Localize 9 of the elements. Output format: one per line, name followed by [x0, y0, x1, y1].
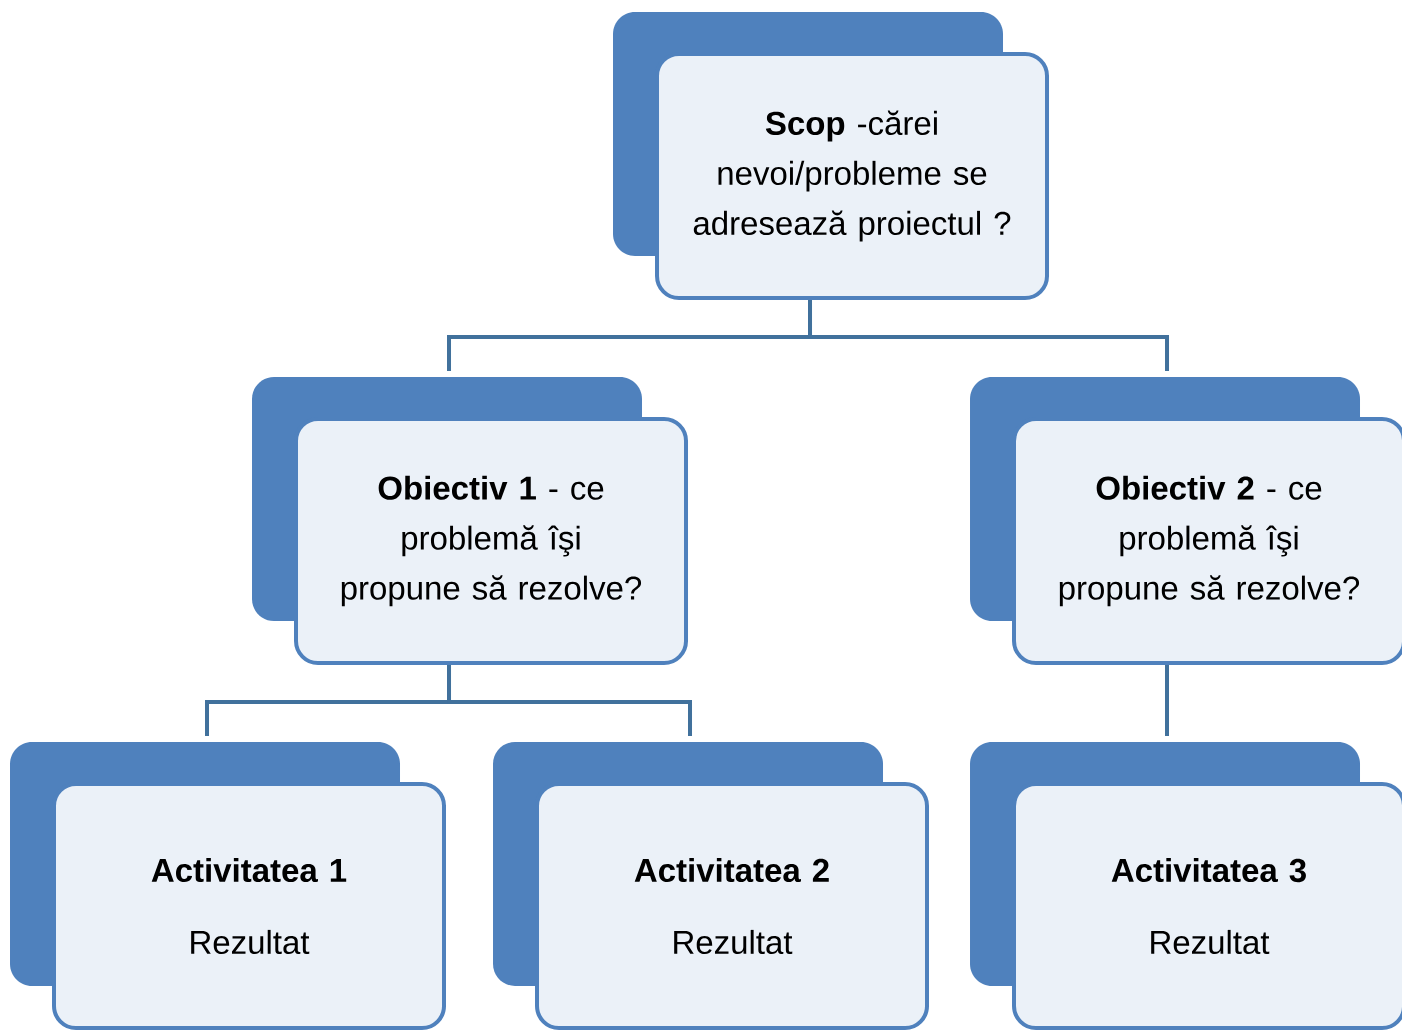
tab-card: Activitatea 3 Rezultat — [970, 742, 1402, 1030]
tab-card: Activitatea 2 Rezultat — [493, 742, 929, 1030]
tab-card: Scop -cărei nevoi/probleme se adresează proiectul ? — [613, 12, 1049, 300]
connector-line — [447, 665, 692, 736]
tab-card: Obiectiv 2 - ce problemă îşi propune să rezolve? — [970, 377, 1402, 665]
tab-card: Activitatea 1 Rezultat — [10, 742, 446, 1030]
tab-card: Obiectiv 1 - ce problemă îşi propune să rezolve? — [252, 377, 688, 665]
connector-line — [808, 300, 1169, 371]
connector-line — [1165, 665, 1169, 736]
